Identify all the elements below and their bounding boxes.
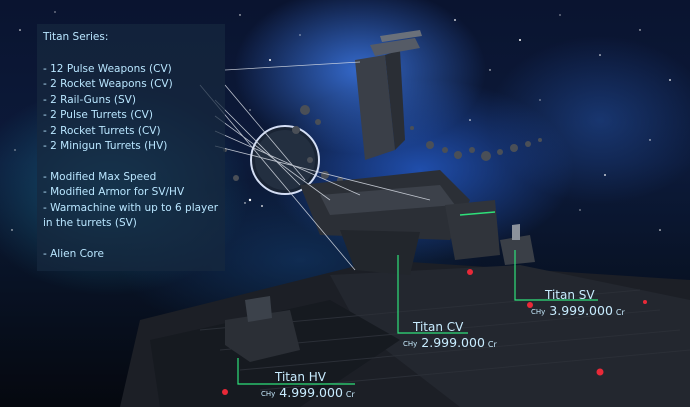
variant-name: Titan HV: [275, 370, 327, 384]
weapon-line: - 2 Rail-Guns (SV): [43, 93, 136, 106]
price-value: 4.999.000: [279, 385, 343, 400]
info-panel: Titan Series: - 12 Pulse Weapons (CV) - …: [37, 24, 225, 271]
panel-title: Titan Series:: [43, 31, 109, 43]
price-unit: Cr: [345, 390, 355, 399]
feature-line: - Warmachine with up to 6 player in the …: [43, 201, 219, 230]
weapon-line: - 2 Pulse Turrets (CV): [43, 109, 153, 121]
variant-name: Titan CV: [413, 320, 464, 334]
weapon-line: - 2 Rocket Weapons (CV): [43, 78, 173, 90]
weapon-line: - 12 Pulse Weapons (CV): [43, 62, 172, 75]
price-value: 2.999.000: [421, 335, 485, 350]
price-unit: Cr: [487, 340, 497, 349]
callout-lines: [237, 250, 598, 385]
spacer: [43, 155, 219, 170]
price-unit: Cr: [615, 308, 625, 317]
feature-line: - Modified Armor for SV/HV: [43, 186, 185, 198]
core-line: - Alien Core: [43, 247, 104, 260]
currency-label: CHy: [403, 339, 418, 348]
titan-hv-vehicle: [225, 296, 300, 362]
weapon-line: - 2 Rocket Turrets (CV): [43, 124, 161, 137]
pointer-lines: [199, 61, 431, 271]
spacer: [43, 232, 219, 247]
titan-sv-ship: [500, 224, 535, 265]
currency-label: CHy: [531, 307, 546, 316]
variant-name: Titan SV: [545, 288, 595, 302]
titan-cv-ship: [300, 30, 500, 275]
feature-line: - Modified Max Speed: [43, 170, 157, 183]
weapon-line: - 2 Minigun Turrets (HV): [43, 140, 168, 152]
price-value: 3.999.000: [549, 303, 613, 318]
starfield: [11, 11, 671, 231]
currency-label: CHy: [261, 389, 276, 398]
